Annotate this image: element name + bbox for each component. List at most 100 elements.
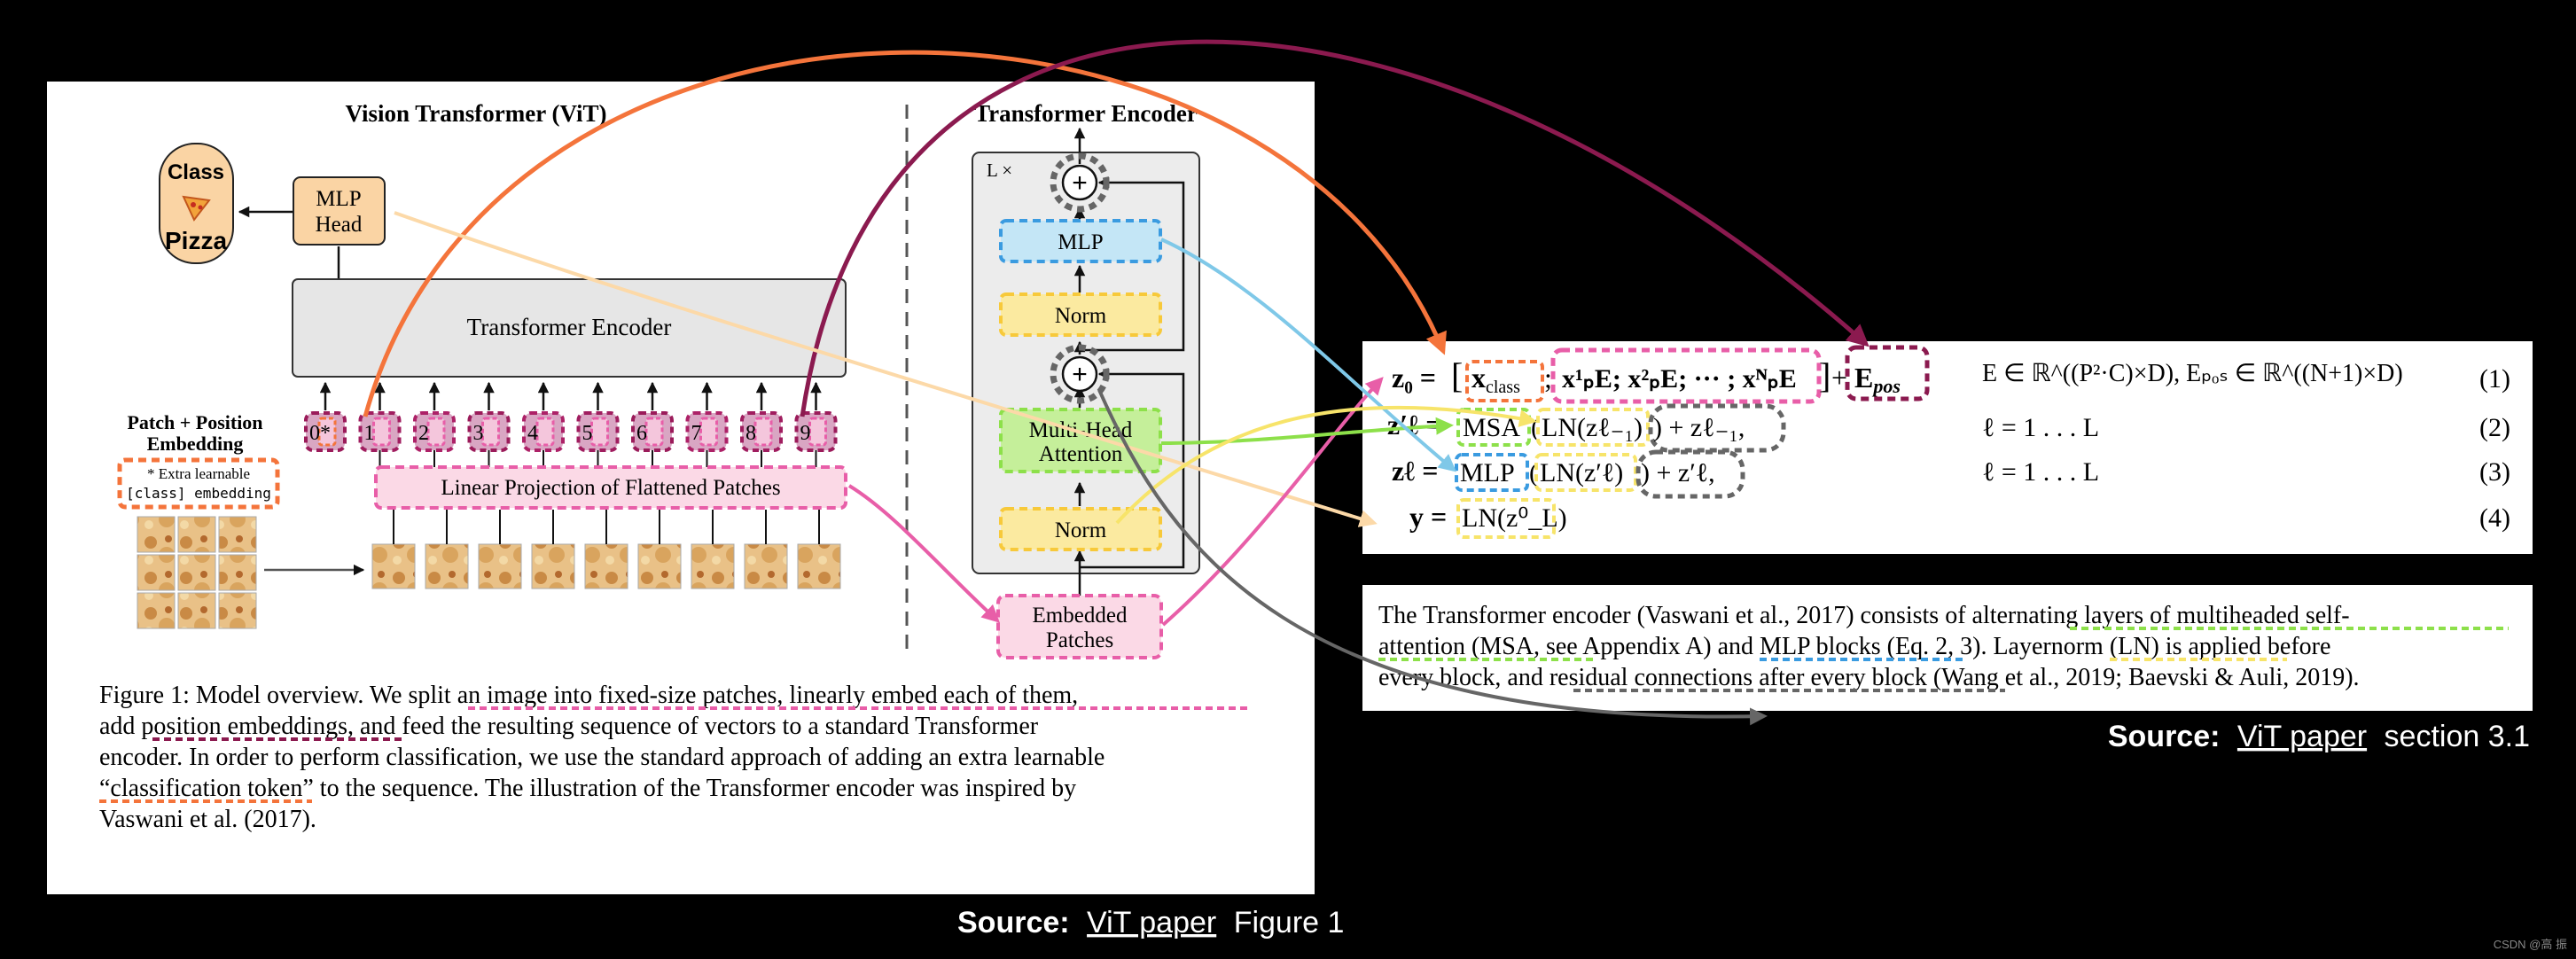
- mlp-block: MLP: [999, 219, 1162, 263]
- image-patch-tile: [218, 554, 257, 591]
- eq3-lhs: zℓ =: [1392, 455, 1438, 487]
- input-image-grid: [137, 516, 257, 629]
- image-patch-tile: [137, 554, 176, 591]
- svg-text:* Extra learnable: * Extra learnable: [147, 465, 250, 482]
- token-index: 2: [418, 422, 429, 445]
- image-patch-tile: [137, 592, 176, 629]
- svg-text:Embedded: Embedded: [1033, 604, 1128, 628]
- class-label: Class: [168, 160, 224, 184]
- equations-panel: z₀ = [ xclass ; x¹ₚE; x²ₚE; ··· ; xᴺₚE ]…: [1362, 341, 2533, 554]
- class-output: Class Pizza: [159, 143, 234, 264]
- residual-add-mlp: +: [1050, 152, 1110, 213]
- mlp-head: MLP Head: [293, 176, 386, 246]
- svg-text:Figure 1: Model overview. We s: Figure 1: Model overview. We split an im…: [99, 682, 1078, 709]
- flattened-patch-tile: [531, 543, 575, 589]
- flattened-patch-tile: [797, 543, 841, 589]
- svg-text:LN(z′ℓ): LN(z′ℓ): [1540, 458, 1623, 487]
- svg-text:add position embeddings, and f: add position embeddings, and feed the re…: [99, 713, 1039, 740]
- svg-text:Source: ViT paper: Source: ViT paper Figure 1: [957, 906, 1344, 940]
- xclass-highlight: [1465, 360, 1544, 402]
- linear-projection-box: Linear Projection of Flattened Patches: [374, 465, 847, 510]
- flattened-patch-tile: [637, 543, 682, 589]
- svg-text:ℓ = 1 . . . L: ℓ = 1 . . . L: [1982, 413, 2099, 442]
- patches-to-embedded-arrow: [847, 484, 1000, 623]
- svg-text:Patches: Patches: [1046, 628, 1113, 652]
- svg-text:MLP: MLP: [1460, 458, 1515, 487]
- patch-token-bar: [426, 417, 446, 447]
- patch-token-bar: [753, 417, 773, 447]
- extra-learnable-token-note: * Extra learnable [class] embedding: [117, 457, 280, 510]
- embedded-patches-block: Embedded Patches: [996, 594, 1163, 659]
- svg-text:;: ;: [1544, 362, 1552, 394]
- token-index: 8: [745, 422, 756, 445]
- msa-highlight: [1456, 408, 1531, 447]
- flattened-patch-tile: [691, 543, 735, 589]
- residual-highlight-eq2: [1648, 403, 1786, 453]
- embedding-token: 9: [794, 411, 838, 452]
- svg-text:(: (: [1531, 413, 1540, 442]
- embedding-token: 2: [413, 411, 456, 452]
- flattened-patch-tile: [425, 543, 469, 589]
- ln-highlight-eq4: [1456, 498, 1556, 539]
- flattened-patch-tile: [744, 543, 788, 589]
- patch-token-bar: [590, 417, 609, 447]
- token-index: 1: [364, 422, 375, 445]
- residual-highlight-eq3: [1635, 449, 1745, 499]
- token-index: 6: [636, 422, 647, 445]
- embedding-token: 1: [358, 411, 402, 452]
- source-figure-label: Source: ViT paper Figure 1: [957, 906, 1344, 940]
- svg-text:Attention: Attention: [1039, 442, 1123, 466]
- token-index: 4: [527, 422, 538, 445]
- ln-highlight-eq2: [1536, 408, 1650, 447]
- source-section-label: Source: ViT paper section 3.1: [2108, 720, 2530, 753]
- flattened-patch-tile: [478, 543, 522, 589]
- image-patch-tile: [218, 516, 257, 553]
- flattened-patch-tile: [584, 543, 628, 589]
- token-index: 7: [691, 422, 702, 445]
- svg-text:Linear Projection of Flattened: Linear Projection of Flattened Patches: [441, 476, 780, 500]
- svg-text:xclass: xclass: [1471, 362, 1520, 397]
- svg-text:+: +: [1072, 360, 1088, 389]
- norm-block-mlp: Norm: [999, 292, 1162, 337]
- eq4-lhs: y =: [1409, 501, 1447, 533]
- flattened-patches-row: [371, 510, 841, 589]
- figure-panel: Vision Transformer (ViT) Transformer Enc…: [47, 82, 1315, 894]
- embedding-token: 4: [522, 411, 565, 452]
- svg-text:“classification token” to the: “classification token” to the sequence. …: [99, 775, 1076, 802]
- msa-arrow: [1160, 417, 1454, 445]
- svg-text:Source: ViT paper: Source: ViT paper section 3.1: [2108, 720, 2530, 753]
- svg-text:every block, and residual conn: every block, and residual connections af…: [1378, 664, 2360, 691]
- encoder-title: Transformer Encoder: [974, 100, 1198, 127]
- token-index: 3: [473, 422, 484, 445]
- svg-text:Transformer Encoder: Transformer Encoder: [467, 314, 672, 340]
- svg-text:The Transformer encoder (Vaswa: The Transformer encoder (Vaswani et al.,…: [1378, 602, 2350, 629]
- mlp-head-arrow: [394, 211, 1378, 527]
- eq1-condition: E ∈ ℝ^((P²·C)×D), Eₚₒₛ ∈ ℝ^((N+1)×D): [1982, 360, 2403, 387]
- svg-text:MLP: MLP: [1058, 230, 1103, 254]
- pizza-icon: [182, 195, 211, 222]
- flattened-patch-tile: [371, 543, 416, 589]
- patch-token-bar: [481, 417, 500, 447]
- position-embedding-arrow: [800, 39, 1870, 417]
- svg-text:LN(z⁰_L): LN(z⁰_L): [1462, 503, 1567, 533]
- svg-text:LN(zℓ₋₁): LN(zℓ₋₁): [1542, 413, 1643, 442]
- patch-token-bar: [317, 417, 337, 447]
- norm-arrow: [1115, 405, 1537, 525]
- pizza-label: Pizza: [165, 227, 227, 254]
- svg-text:x¹ₚE; x²ₚE; ··· ; xᴺₚE: x¹ₚE; x²ₚE; ··· ; xᴺₚE: [1562, 364, 1797, 394]
- figure-caption: Figure 1: Model overview. We split an im…: [99, 682, 1250, 833]
- svg-text:(2): (2): [2479, 413, 2510, 442]
- patch-token-bar: [644, 417, 664, 447]
- svg-text:encoder. In order to perform c: encoder. In order to perform classificat…: [99, 744, 1105, 771]
- vit-paper-section-link[interactable]: ViT paper: [2237, 720, 2367, 753]
- token-index: 0*: [309, 422, 331, 445]
- vit-paper-link[interactable]: ViT paper: [1087, 906, 1216, 940]
- token-index: 9: [800, 422, 811, 445]
- vit-title: Vision Transformer (ViT): [346, 100, 607, 127]
- svg-text:(3): (3): [2479, 457, 2510, 487]
- image-patch-tile: [137, 516, 176, 553]
- ln-highlight-eq3: [1534, 453, 1637, 492]
- patch-position-label: Patch + Position: [127, 411, 262, 433]
- image-patch-tile: [177, 554, 216, 591]
